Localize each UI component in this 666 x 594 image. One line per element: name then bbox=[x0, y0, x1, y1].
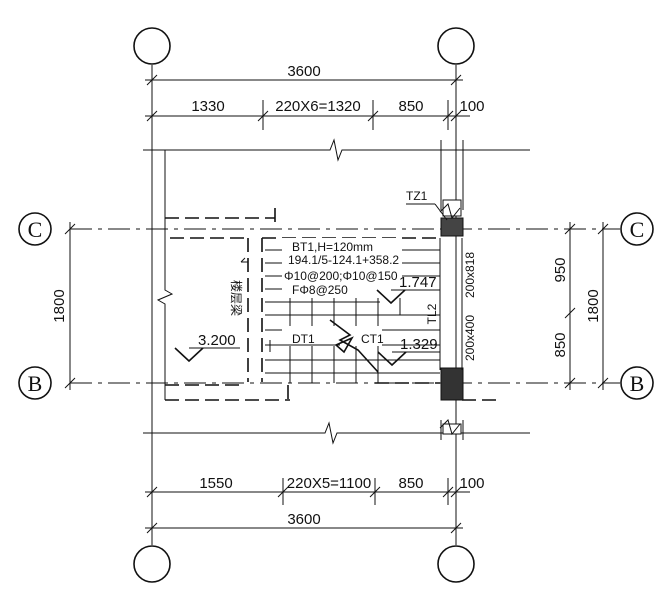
dim-right-upper: 950 bbox=[552, 257, 569, 282]
dim-bottom-seg2: 220X5=1100 bbox=[287, 475, 371, 492]
label-ct1: CT1 bbox=[361, 332, 384, 346]
dim-top-seg3: 850 bbox=[398, 98, 423, 115]
axis-bubble-c-right bbox=[620, 212, 654, 246]
label-bt1-h: BT1,H=120mm bbox=[292, 240, 373, 254]
axis-bubble-bottom-left bbox=[133, 545, 171, 583]
dim-bottom-seg3: 850 bbox=[398, 475, 423, 492]
axis-label-c-left: C bbox=[28, 217, 43, 242]
break-line-bottom bbox=[143, 421, 530, 445]
axis-label-b-right: B bbox=[630, 371, 645, 396]
level-left: 3.200 bbox=[198, 332, 236, 349]
label-tz1: TZ1 bbox=[406, 189, 428, 203]
column-lower bbox=[440, 367, 464, 401]
dim-top-total: 3600 bbox=[287, 63, 320, 80]
level-lower-right: 1.329 bbox=[400, 336, 438, 353]
level-marker-lower-right: 1.329 bbox=[377, 336, 440, 367]
dim-bottom-seg1: 1550 bbox=[199, 475, 232, 492]
label-bt1-f: FΦ8@250 bbox=[292, 283, 348, 297]
level-marker-left: 3.200 bbox=[174, 332, 240, 363]
level-upper-right: 1.747 bbox=[399, 274, 437, 291]
dim-right-lower: 850 bbox=[552, 332, 569, 357]
dim-right-total: 1800 bbox=[585, 289, 602, 322]
label-dt1: DT1 bbox=[292, 332, 315, 346]
dim-top-seg4: 100 bbox=[459, 98, 484, 115]
label-bt1-rebar: Φ10@200;Φ10@150 bbox=[284, 269, 398, 283]
label-tl2: TL2 bbox=[425, 303, 439, 324]
axis-bubble-b-right bbox=[620, 366, 654, 400]
axis-bubble-top-left bbox=[133, 27, 171, 65]
dim-left-total: 1800 bbox=[51, 289, 68, 322]
dim-bottom-seg4: 100 bbox=[459, 475, 484, 492]
level-marker-upper-right: 1.747 bbox=[376, 274, 440, 305]
label-beam-size-lower: 200x400 bbox=[463, 315, 477, 361]
dim-top-seg1: 1330 bbox=[191, 98, 224, 115]
axis-bubble-b-left bbox=[18, 366, 52, 400]
dim-bottom-total: 3600 bbox=[287, 511, 320, 528]
axis-bubble-bottom-right bbox=[437, 545, 475, 583]
left-wall-break bbox=[156, 150, 174, 400]
column-tz1-upper bbox=[440, 217, 464, 237]
label-bt1-bars: 194.1/5-124.1+358.2 bbox=[288, 253, 399, 267]
dim-top-seg2: 220X6=1320 bbox=[275, 98, 361, 115]
break-line-top bbox=[143, 138, 530, 162]
label-side-note: 楼层梁 bbox=[229, 280, 244, 316]
axis-bubble-c-left bbox=[18, 212, 52, 246]
axis-label-c-right: C bbox=[630, 217, 645, 242]
axis-bubble-top-right bbox=[437, 27, 475, 65]
stair-break-line bbox=[329, 319, 379, 373]
label-beam-size-upper: 200x818 bbox=[463, 252, 477, 298]
axis-label-b-left: B bbox=[28, 371, 43, 396]
